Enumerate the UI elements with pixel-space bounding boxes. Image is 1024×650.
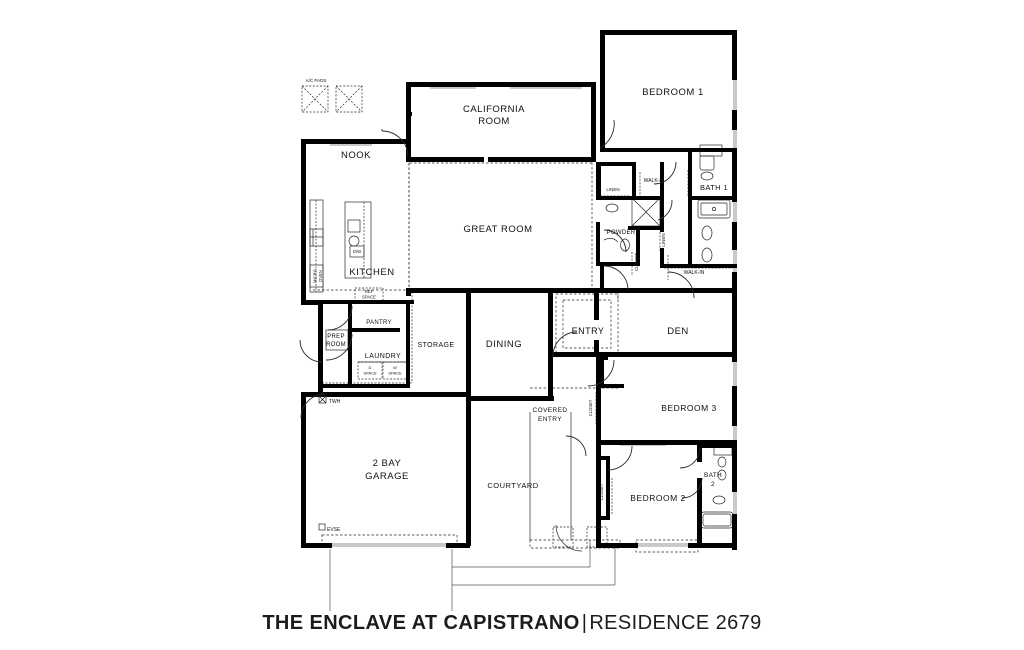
annotation-micro-oven: MICRO OVEN	[313, 268, 324, 283]
room-label-prep-room: PREP ROOM	[326, 334, 346, 348]
annotation-ac-pads: A/C PADS	[306, 78, 327, 83]
bath1-fixtures	[697, 144, 731, 263]
annotation-labels: A/C PADS WALK-IN WALK-IN LINEN LINEN CLO…	[306, 78, 705, 533]
plan-title-bar: THE ENCLAVE AT CAPISTRANO|RESIDENCE 2679	[0, 612, 1024, 635]
room-label-text: COVERED	[533, 407, 568, 414]
room-label-text-2: GARAGE	[365, 471, 409, 482]
plan-title-community: THE ENCLAVE AT CAPISTRANO	[262, 612, 580, 634]
room-label-text: PREP	[327, 334, 345, 340]
walls	[301, 30, 737, 550]
annotation-ref-space: REF SPACE	[362, 289, 376, 300]
powder-fixtures	[603, 203, 630, 252]
fixture-lines	[301, 84, 736, 611]
annotation-line-2: SPACE	[388, 371, 402, 376]
annotation-w-space: W SPACE	[388, 365, 402, 376]
annotation-line-2: SPACE	[362, 295, 376, 300]
room-label-bath-1: BATH 1	[700, 183, 728, 192]
room-label-pantry: PANTRY	[366, 320, 392, 326]
plan-title: THE ENCLAVE AT CAPISTRANO|RESIDENCE 2679	[262, 612, 761, 634]
room-label-den: DEN	[667, 326, 689, 337]
room-label-great-room: GREAT ROOM	[463, 224, 532, 235]
annotation-d-space: D SPACE	[363, 365, 377, 376]
room-label-text-2: 2	[711, 481, 715, 488]
annotation-line-2: OVEN	[318, 270, 323, 282]
room-label-garage: 2 BAY GARAGE	[365, 458, 409, 482]
evse-symbol	[318, 523, 326, 531]
room-label-text: CALIFORNIA	[463, 104, 525, 115]
room-label-storage: STORAGE	[418, 342, 455, 349]
annotation-closet-bed3: CLOSET	[588, 399, 593, 416]
kitchen-fixtures	[309, 199, 372, 293]
room-label-text: BATH	[704, 472, 722, 479]
room-label-california-room: CALIFORNIA ROOM	[463, 104, 525, 127]
twh-symbol	[318, 395, 327, 404]
annotation-closet-bed2: CLOSET	[599, 483, 604, 500]
driveway-lines	[329, 540, 616, 611]
plan-title-separator: |	[581, 612, 588, 634]
courtyard-hardscape	[529, 412, 608, 552]
annotation-twh: TWH	[329, 399, 341, 405]
room-label-text: 2 BAY	[373, 458, 402, 469]
annotation-walk-in-1: WALK-IN	[644, 178, 665, 184]
annotation-walk-in-2: WALK-IN	[684, 270, 705, 276]
room-label-kitchen: KITCHEN	[349, 267, 394, 278]
ac-pads-boxes	[301, 85, 363, 113]
room-label-courtyard: COURTYARD	[487, 481, 538, 490]
plan-title-residence: RESIDENCE 2679	[589, 612, 762, 634]
room-label-bedroom-3: BEDROOM 3	[661, 403, 717, 413]
room-label-covered-entry: COVERED ENTRY	[533, 407, 568, 423]
room-label-dining: DINING	[486, 339, 522, 350]
room-label-text-2: ROOM	[478, 116, 510, 127]
annotation-line-1: MICRO	[313, 268, 318, 283]
annotation-linen-1: LINEN	[606, 187, 619, 192]
room-label-laundry: LAUNDRY	[365, 353, 401, 360]
room-label-nook: NOOK	[341, 150, 371, 161]
room-label-bedroom-2: BEDROOM 2	[630, 493, 686, 503]
annotation-closet-1: CLOSET	[634, 253, 639, 271]
room-label-bath-2: BATH 2	[704, 472, 722, 488]
room-label-entry: ENTRY	[572, 326, 605, 336]
room-label-text-2: ENTRY	[538, 416, 562, 423]
room-label-powder: POWDER	[607, 230, 636, 236]
annotation-dw: D/W	[353, 249, 361, 254]
equipment-symbols	[318, 395, 327, 531]
annotation-line-2: SPACE	[363, 371, 377, 376]
annotation-linen-2: LINEN	[661, 233, 666, 246]
annotation-line-1: REF	[365, 289, 374, 294]
room-label-bedroom-1: BEDROOM 1	[642, 87, 704, 98]
room-label-text-2: ROOM	[326, 342, 346, 348]
annotation-line-1: W	[393, 365, 397, 370]
annotation-evse: EVSE	[327, 527, 341, 533]
room-labels: CALIFORNIA ROOM BEDROOM 1 NOOK GREAT ROO…	[326, 87, 728, 503]
door-swings	[299, 119, 703, 499]
annotation-line-1: D	[369, 365, 372, 370]
